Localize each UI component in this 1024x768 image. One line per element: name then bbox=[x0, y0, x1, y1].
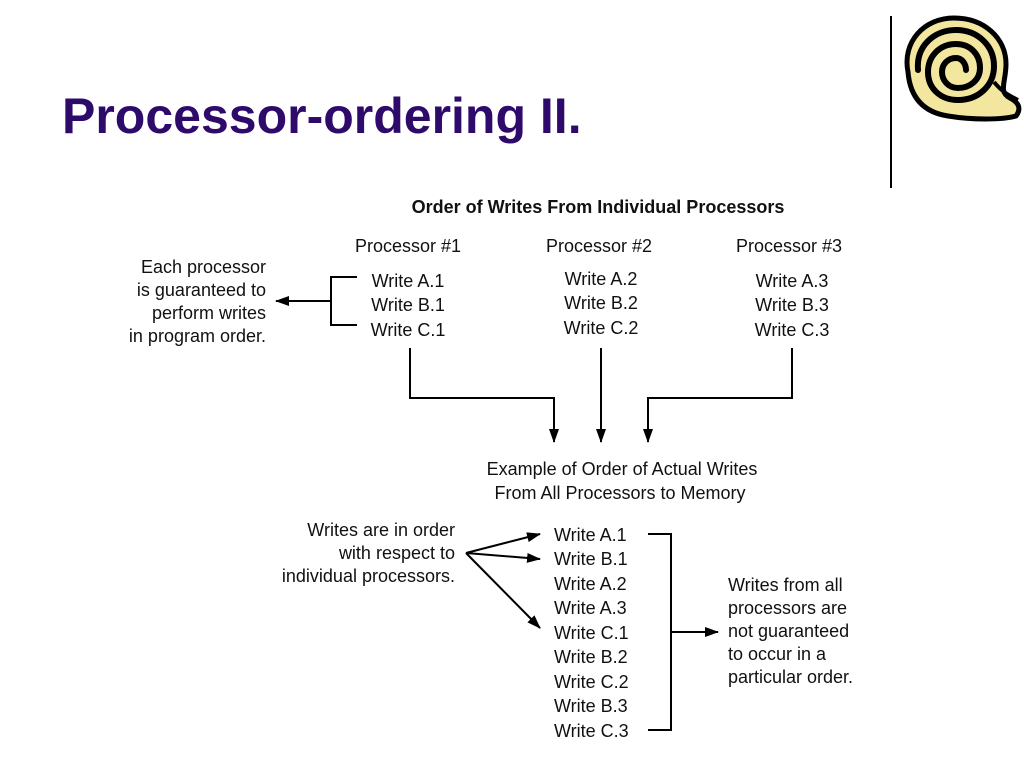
actual-order-bracket bbox=[648, 533, 672, 731]
title-divider bbox=[890, 16, 892, 188]
processor-2-write-a: Write A.2 bbox=[565, 269, 638, 289]
processor-1-bracket bbox=[330, 276, 357, 326]
slide-title: Processor-ordering II. bbox=[62, 88, 582, 144]
unordered-note-line-3: not guaranteed bbox=[728, 621, 849, 641]
unordered-note-line-1: Writes from all bbox=[728, 575, 843, 595]
processor-1-write-a: Write A.1 bbox=[372, 271, 445, 291]
actual-write-8: Write B.3 bbox=[554, 696, 628, 716]
actual-write-2: Write B.1 bbox=[554, 549, 628, 569]
processor-3-write-a: Write A.3 bbox=[756, 271, 829, 291]
processor-1-flow-arrow bbox=[409, 348, 559, 443]
unordered-note-line-2: processors are bbox=[728, 598, 847, 618]
processor-2-write-c: Write C.2 bbox=[564, 318, 639, 338]
order-note-line-1: Writes are in order bbox=[307, 520, 455, 540]
actual-write-6: Write B.2 bbox=[554, 647, 628, 667]
actual-write-4: Write A.3 bbox=[554, 598, 627, 618]
processor-2-label: Processor #2 bbox=[546, 236, 652, 256]
actual-write-3: Write A.2 bbox=[554, 574, 627, 594]
unordered-note-line-5: particular order. bbox=[728, 667, 853, 687]
program-order-note-line-4: in program order. bbox=[129, 326, 266, 346]
unordered-note-line-4: to occur in a bbox=[728, 644, 827, 664]
processor-1-write-c: Write C.1 bbox=[371, 320, 446, 340]
actual-write-5: Write C.1 bbox=[554, 623, 629, 643]
order-note-line-2: with respect to bbox=[338, 543, 455, 563]
program-order-note-line-2: is guaranteed to bbox=[137, 280, 266, 300]
actual-writes-heading-line-2: From All Processors to Memory bbox=[494, 483, 745, 503]
program-order-note-line-3: perform writes bbox=[152, 303, 266, 323]
order-arrow-write-c1 bbox=[465, 552, 541, 629]
actual-write-1: Write A.1 bbox=[554, 525, 627, 545]
actual-write-7: Write C.2 bbox=[554, 672, 629, 692]
order-arrow-write-a1 bbox=[465, 532, 541, 554]
processor-3-write-c: Write C.3 bbox=[755, 320, 830, 340]
processor-1-label: Processor #1 bbox=[355, 236, 461, 256]
order-note-line-3: individual processors. bbox=[282, 566, 455, 586]
processor-3-label: Processor #3 bbox=[736, 236, 842, 256]
processor-3-write-b: Write B.3 bbox=[755, 295, 829, 315]
scroll-icon bbox=[904, 15, 1022, 122]
order-arrow-write-b1 bbox=[465, 552, 541, 563]
processor-1-write-b: Write B.1 bbox=[371, 295, 445, 315]
actual-writes-heading-line-1: Example of Order of Actual Writes bbox=[487, 459, 758, 479]
program-order-note-line-1: Each processor bbox=[141, 257, 266, 277]
actual-write-9: Write C.3 bbox=[554, 721, 629, 741]
processor-3-flow-arrow bbox=[643, 348, 793, 443]
processors-heading: Order of Writes From Individual Processo… bbox=[412, 197, 785, 217]
processor-2-write-b: Write B.2 bbox=[564, 293, 638, 313]
